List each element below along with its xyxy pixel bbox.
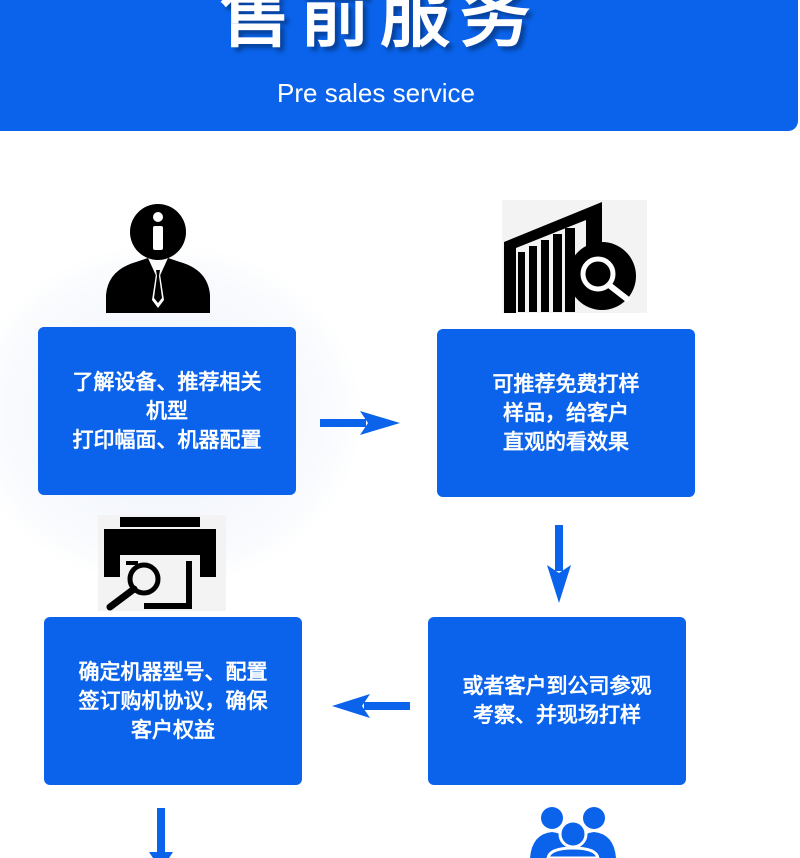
page-title: 售前服务 (220, 0, 540, 57)
arrow-right-icon (320, 410, 400, 436)
step-4-line-1: 确定机器型号、配置 (78, 659, 268, 684)
advisor-info-icon (88, 200, 230, 318)
printer-search-icon (98, 515, 226, 611)
step-box-visit: 或者客户到公司参观 考察、并现场打样 (428, 617, 686, 785)
step-3-line-1: 或者客户到公司参观 (462, 674, 652, 698)
step-box-sample: 可推荐免费打样 样品，给客户 直观的看效果 (437, 329, 695, 497)
step-4-line-2: 签订购机协议，确保 (78, 688, 268, 713)
step-2-line-1: 可推荐免费打样 (492, 371, 640, 396)
step-1-line-3: 打印幅面、机器配置 (72, 427, 262, 452)
step-1-line-1: 了解设备、推荐相关 (72, 369, 262, 394)
team-icon (528, 804, 618, 858)
step-3-line-2: 考察、并现场打样 (473, 703, 641, 727)
step-box-understand: 了解设备、推荐相关 机型 打印幅面、机器配置 (38, 327, 296, 495)
building-search-icon (502, 200, 647, 313)
step-2-line-3: 直观的看效果 (503, 429, 629, 454)
arrow-left-icon (332, 693, 410, 719)
arrow-down-bottom-icon (148, 808, 174, 858)
arrow-down-icon (546, 525, 572, 603)
step-4-line-3: 客户权益 (131, 717, 215, 742)
step-2-line-2: 样品，给客户 (503, 400, 629, 425)
step-1-line-2: 机型 (146, 398, 188, 423)
page-subtitle: Pre sales service (277, 78, 475, 108)
step-box-contract: 确定机器型号、配置 签订购机协议，确保 客户权益 (44, 617, 302, 785)
header-banner: 售前服务 Pre sales service (0, 0, 798, 131)
